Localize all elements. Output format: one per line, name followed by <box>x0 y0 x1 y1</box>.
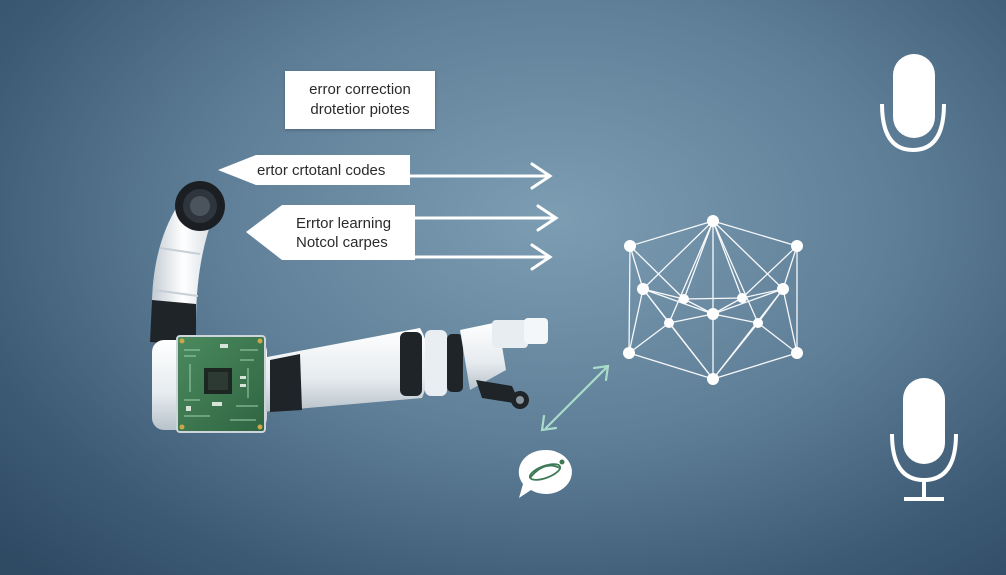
arrow-label-learning-line-2: Notcol carpes <box>296 234 388 251</box>
neural-network-icon <box>628 220 798 380</box>
arrow-label-codes: ertor crtotanl codes <box>257 158 407 182</box>
arrow-right-top <box>408 162 553 190</box>
chat-bubble-icon <box>518 449 572 498</box>
label-line-1: error correction <box>309 81 411 98</box>
microphone-icon-top <box>880 54 946 153</box>
arrow-left-middle <box>246 205 415 260</box>
arrow-right-middle <box>413 204 559 232</box>
label-line-2: drotetior piotes <box>310 101 410 118</box>
arrow-label-codes-text: ertor crtotanl codes <box>257 161 386 179</box>
error-correction-label: error correction drotetior piotes <box>285 71 435 129</box>
microphone-icon-bottom <box>890 378 958 501</box>
arrow-right-bottom <box>413 243 553 271</box>
circuit-board-icon <box>176 335 266 433</box>
arrow-label-learning: Errtor learning Notcol carpes <box>296 213 416 253</box>
double-arrow-icon <box>540 364 610 432</box>
arrow-left-top <box>218 155 410 185</box>
neural-network-nodes <box>623 215 803 385</box>
arrow-label-learning-line-1: Errtor learning <box>296 215 392 232</box>
